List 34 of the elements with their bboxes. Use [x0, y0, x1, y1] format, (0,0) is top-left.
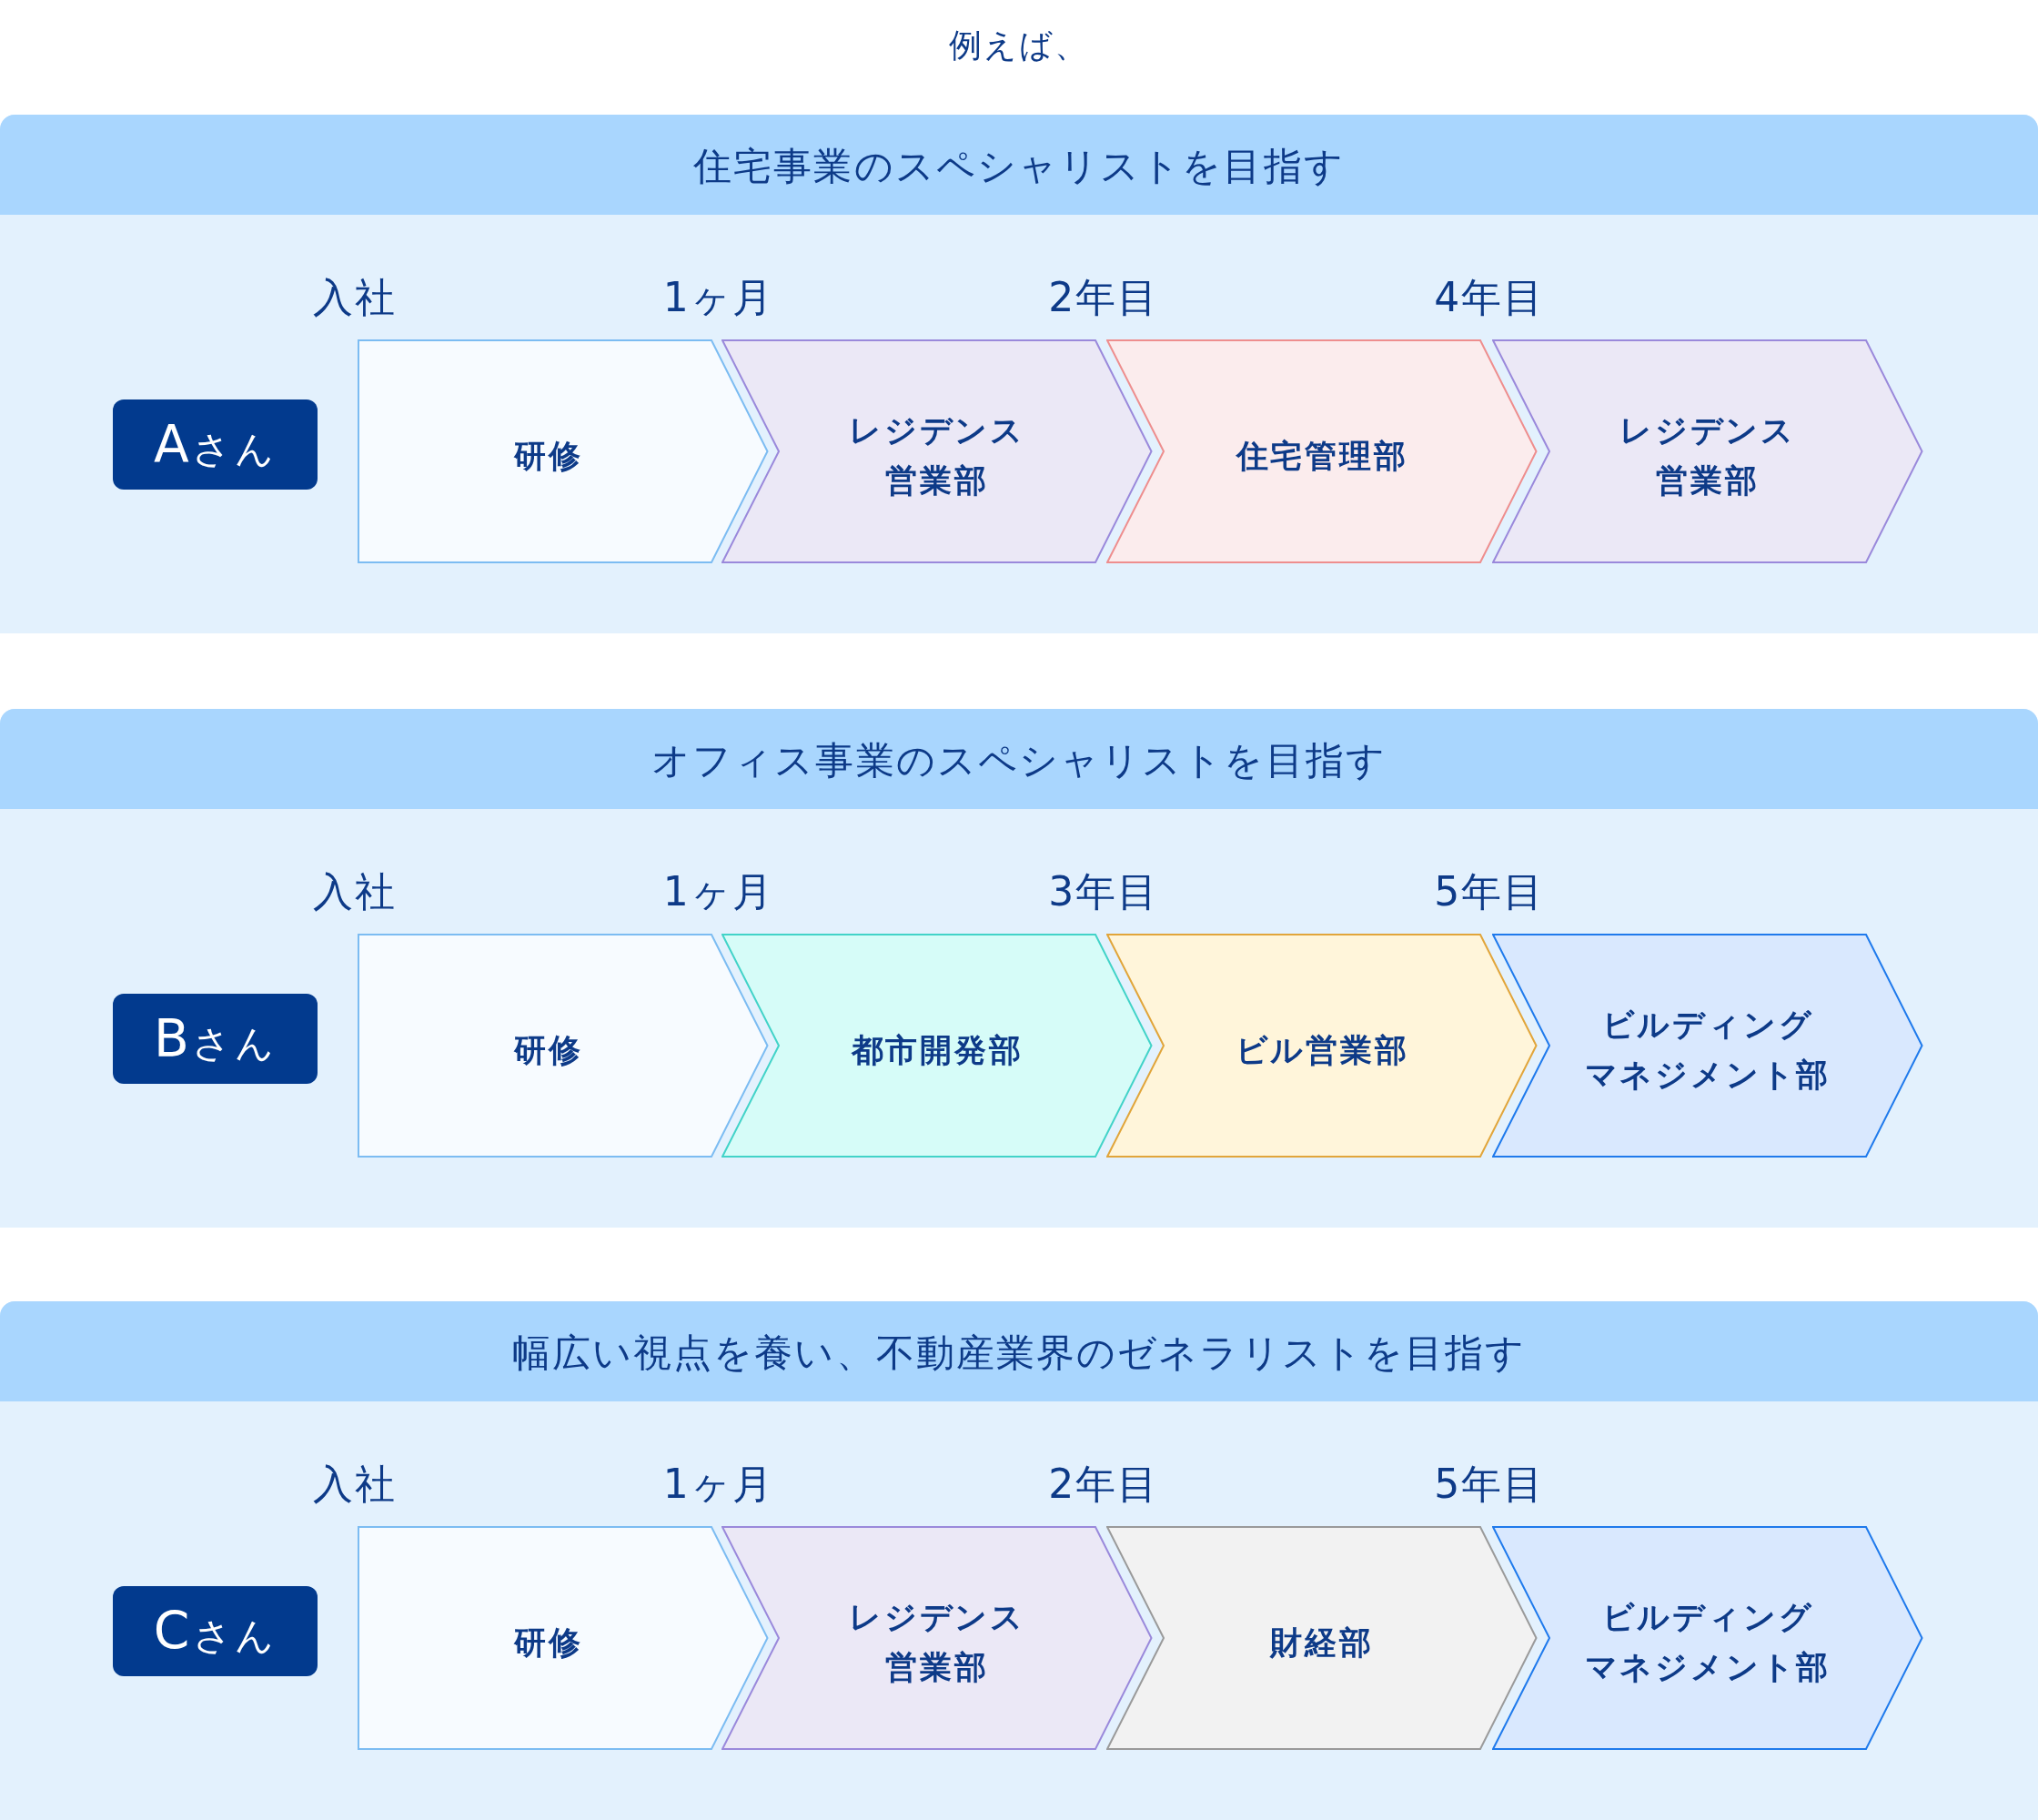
time-label: 入社 [313, 867, 397, 916]
stage-label: ビルディングマネジメント部 [1584, 1598, 1831, 1687]
stage-label: ビル営業部 [1235, 1030, 1409, 1070]
stage-label: レジデンス営業部 [1619, 411, 1796, 500]
time-label: 2年目 [1048, 1460, 1159, 1509]
name-badge: Bさん [113, 994, 318, 1084]
stage-label: 財経部 [1270, 1623, 1374, 1663]
time-label: 4年目 [1434, 273, 1545, 322]
stage-label: レジデンス営業部 [849, 411, 1025, 500]
time-label: 入社 [313, 273, 397, 322]
name-badge: Aさん [113, 399, 318, 490]
stage-label: 研修 [514, 1623, 584, 1663]
panel [0, 115, 2038, 633]
name-badge: Cさん [113, 1586, 318, 1676]
time-label: 入社 [313, 1460, 397, 1509]
stage-label: 研修 [514, 1030, 584, 1070]
panel [0, 1301, 2038, 1820]
stage-label: 住宅管理部 [1236, 436, 1408, 476]
time-label: 3年目 [1048, 867, 1159, 916]
time-label: 1ヶ月 [662, 1460, 775, 1509]
panel-heading: 住宅事業のスペシャリストを目指す [0, 115, 2038, 215]
stage-label: 都市開発部 [851, 1030, 1024, 1070]
panel-heading: オフィス事業のスペシャリストを目指す [0, 709, 2038, 809]
title: 例えば、 [948, 25, 1090, 66]
panel [0, 709, 2038, 1228]
stage-label: ビルディングマネジメント部 [1584, 1006, 1831, 1095]
time-label: 5年目 [1434, 867, 1545, 916]
time-label: 1ヶ月 [662, 273, 775, 322]
stage-label: 研修 [514, 436, 584, 476]
time-label: 2年目 [1048, 273, 1159, 322]
panel-heading: 幅広い視点を養い、不動産業界のゼネラリストを目指す [0, 1301, 2038, 1401]
stage-label: レジデンス営業部 [849, 1598, 1025, 1687]
time-label: 5年目 [1434, 1460, 1545, 1509]
time-label: 1ヶ月 [662, 867, 775, 916]
